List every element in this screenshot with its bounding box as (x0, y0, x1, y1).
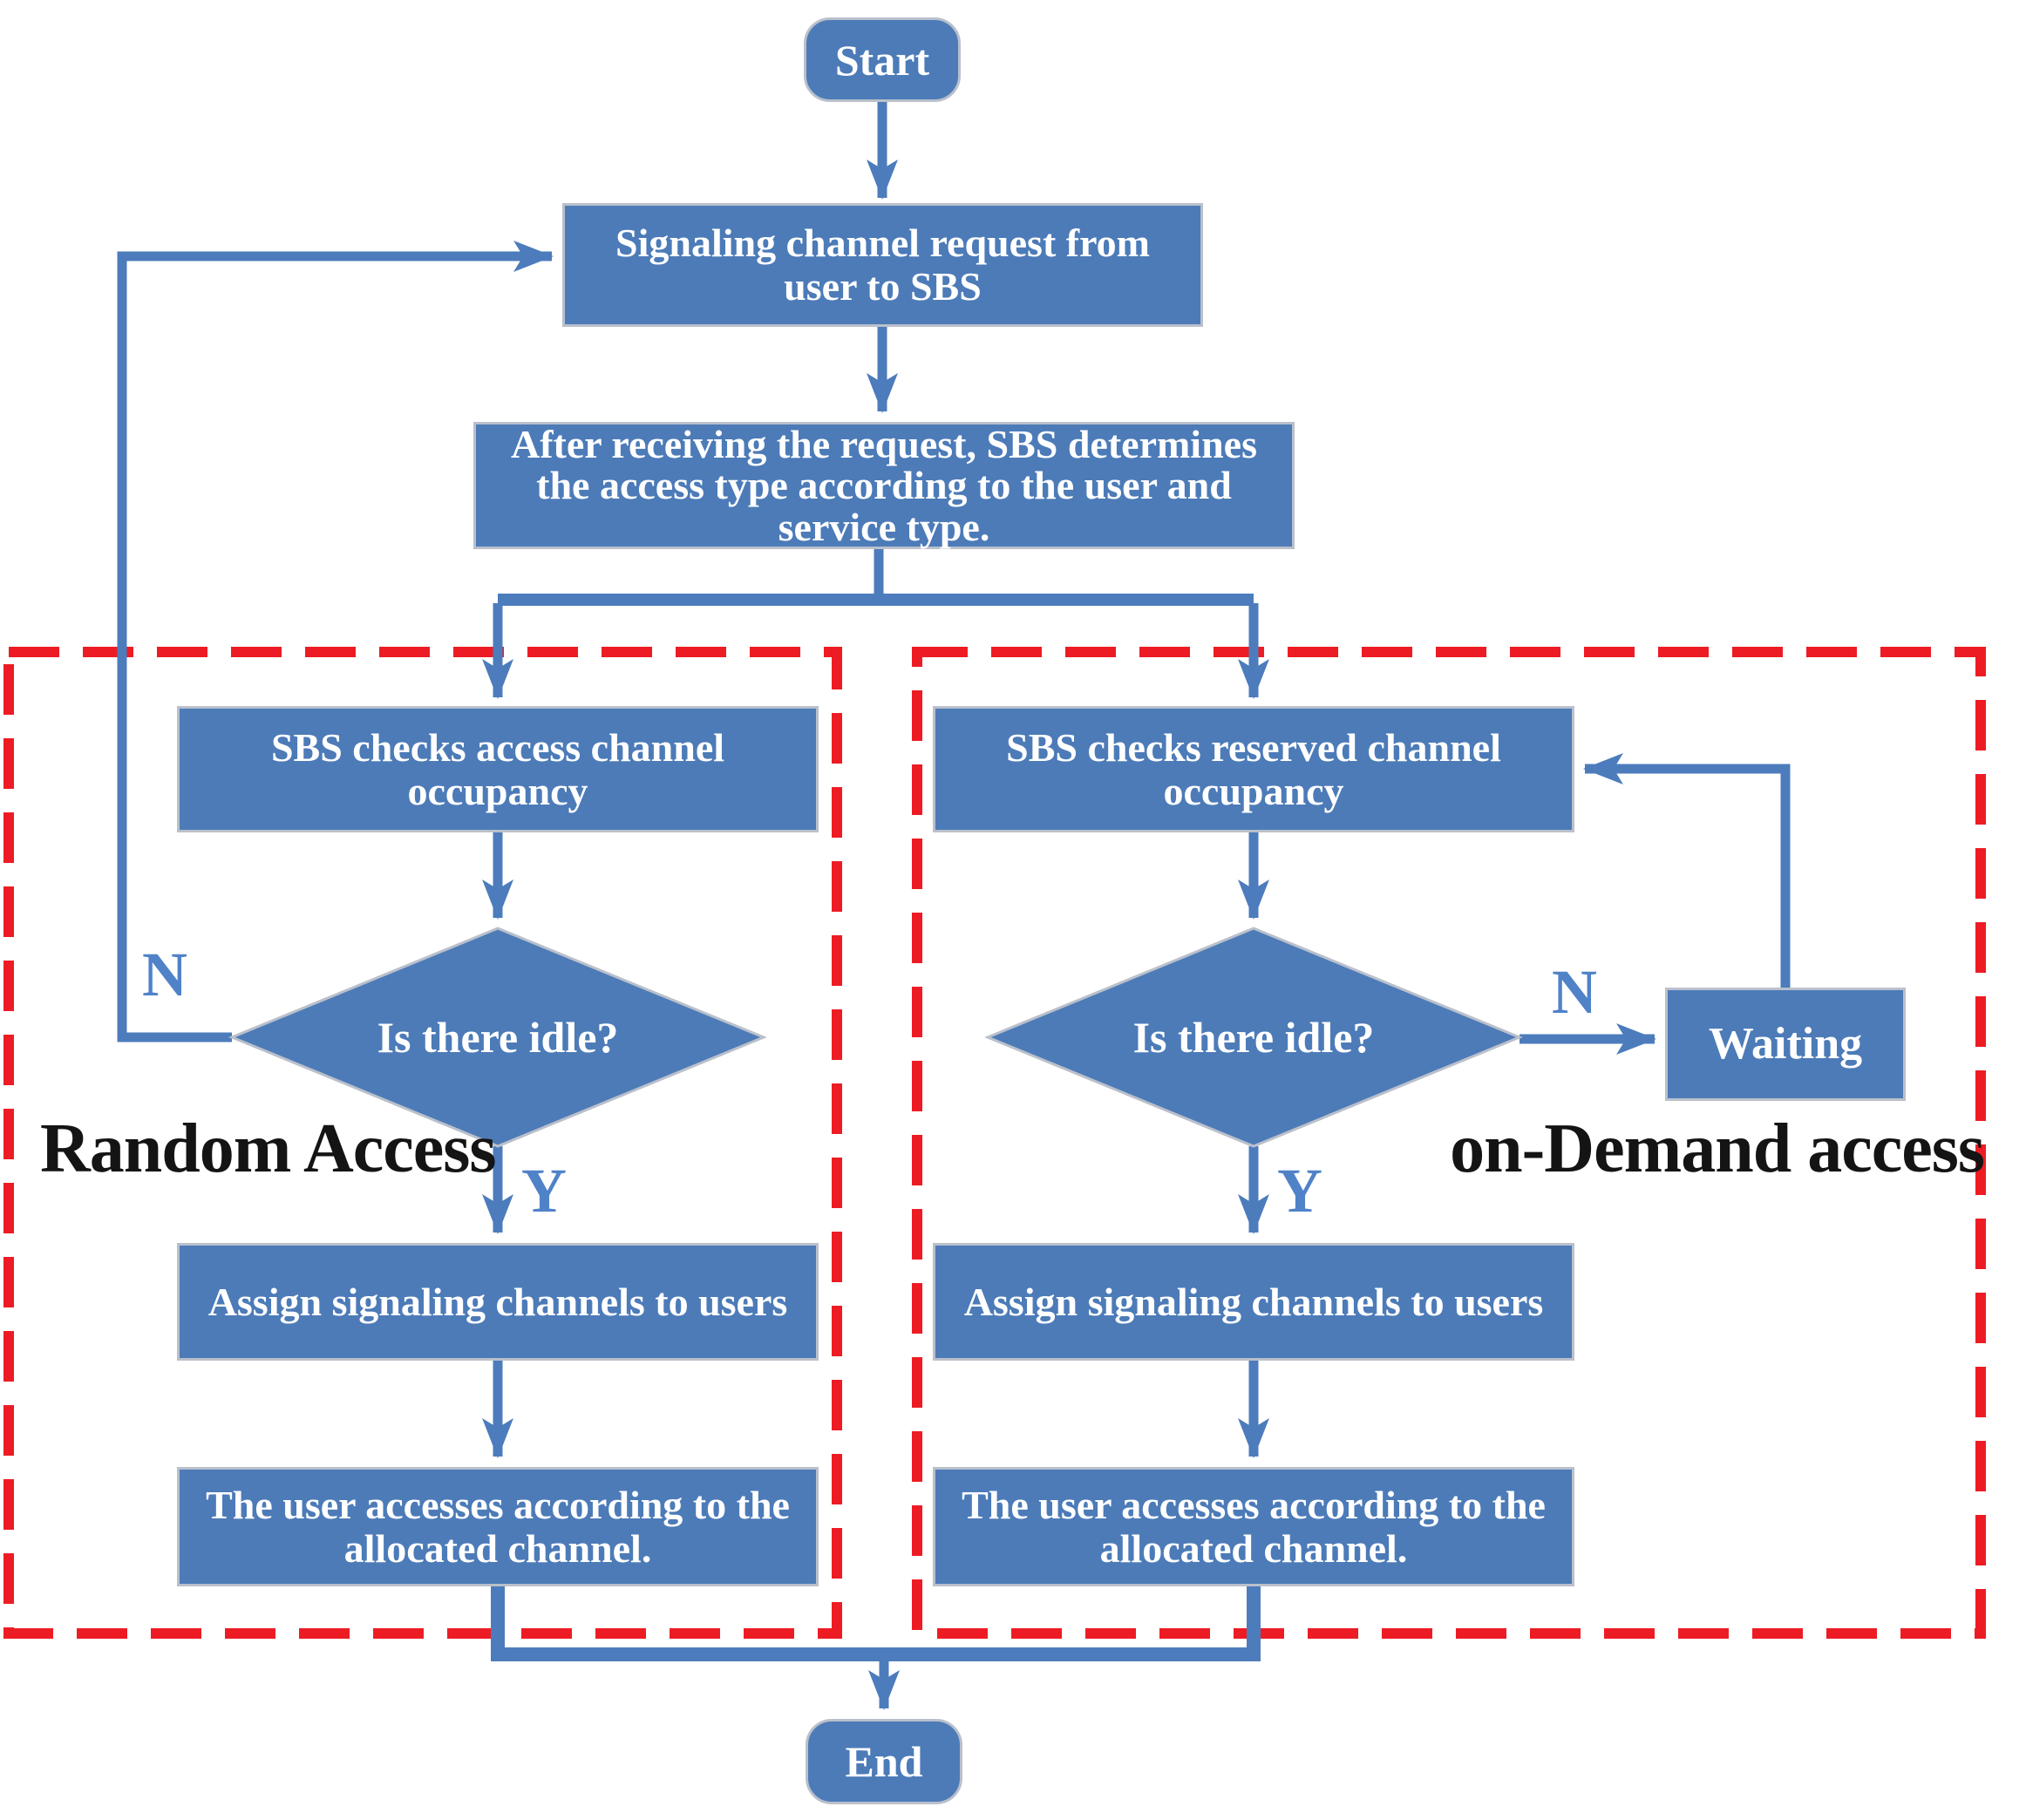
left-decision-question: Is there idle? (377, 1013, 619, 1062)
waiting-process: Waiting (1665, 988, 1906, 1101)
random-access-region-border (3, 647, 842, 1639)
right-access-label: The user accesses according to the alloc… (962, 1482, 1546, 1571)
end-terminal: End (806, 1719, 962, 1804)
right-access-process: The user accesses according to the alloc… (933, 1467, 1574, 1586)
left-no-edge-label: N (142, 943, 187, 1006)
start-terminal: Start (804, 17, 961, 102)
right-yes-text: Y (1277, 1156, 1322, 1226)
right-decision-diamond (984, 927, 1523, 1148)
random-access-title: Random Access (40, 1110, 497, 1187)
start-label: Start (834, 35, 930, 85)
left-no-text: N (142, 940, 187, 1009)
end-label: End (845, 1737, 923, 1786)
left-access-process: The user accesses according to the alloc… (177, 1467, 819, 1586)
left-check-label: SBS checks access channel occupancy (270, 724, 725, 813)
left-check-process: SBS checks access channel occupancy (177, 706, 819, 832)
right-no-text: N (1552, 957, 1597, 1027)
left-yes-text: Y (521, 1156, 567, 1226)
request-label: Signaling channel request from user to S… (615, 221, 1150, 309)
request-process: Signaling channel request from user to S… (562, 203, 1203, 327)
random-access-section-label: Random Access (40, 1114, 497, 1184)
left-decision-text: Is there idle? (289, 994, 707, 1081)
determine-process: After receiving the request, SBS determi… (473, 422, 1295, 549)
edge-left-decision-no-loop (117, 241, 554, 1042)
on-demand-title: on-Demand access (1450, 1110, 1985, 1187)
on-demand-section-label: on-Demand access (1426, 1114, 1985, 1184)
right-decision-question: Is there idle? (1132, 1013, 1375, 1062)
left-assign-process: Assign signaling channels to users (177, 1243, 819, 1361)
left-yes-edge-label: Y (521, 1159, 567, 1222)
right-assign-label: Assign signaling channels to users (963, 1279, 1544, 1324)
left-assign-label: Assign signaling channels to users (207, 1279, 788, 1324)
waiting-label: Waiting (1708, 1018, 1863, 1069)
right-assign-process: Assign signaling channels to users (933, 1243, 1574, 1361)
left-access-label: The user accesses according to the alloc… (206, 1482, 790, 1571)
on-demand-region-border (912, 647, 1986, 1639)
determine-label: After receiving the request, SBS determi… (511, 421, 1257, 549)
edge-waiting-loop (1583, 753, 1791, 988)
right-check-label: SBS checks reserved channel occupancy (1006, 724, 1501, 813)
merge-bar (491, 1586, 1261, 1661)
right-decision-text: Is there idle? (1044, 994, 1463, 1081)
connectors (117, 102, 1791, 1710)
right-no-edge-label: N (1552, 961, 1597, 1023)
left-decision-diamond (228, 927, 767, 1148)
right-yes-edge-label: Y (1277, 1159, 1322, 1222)
right-check-process: SBS checks reserved channel occupancy (933, 706, 1574, 832)
